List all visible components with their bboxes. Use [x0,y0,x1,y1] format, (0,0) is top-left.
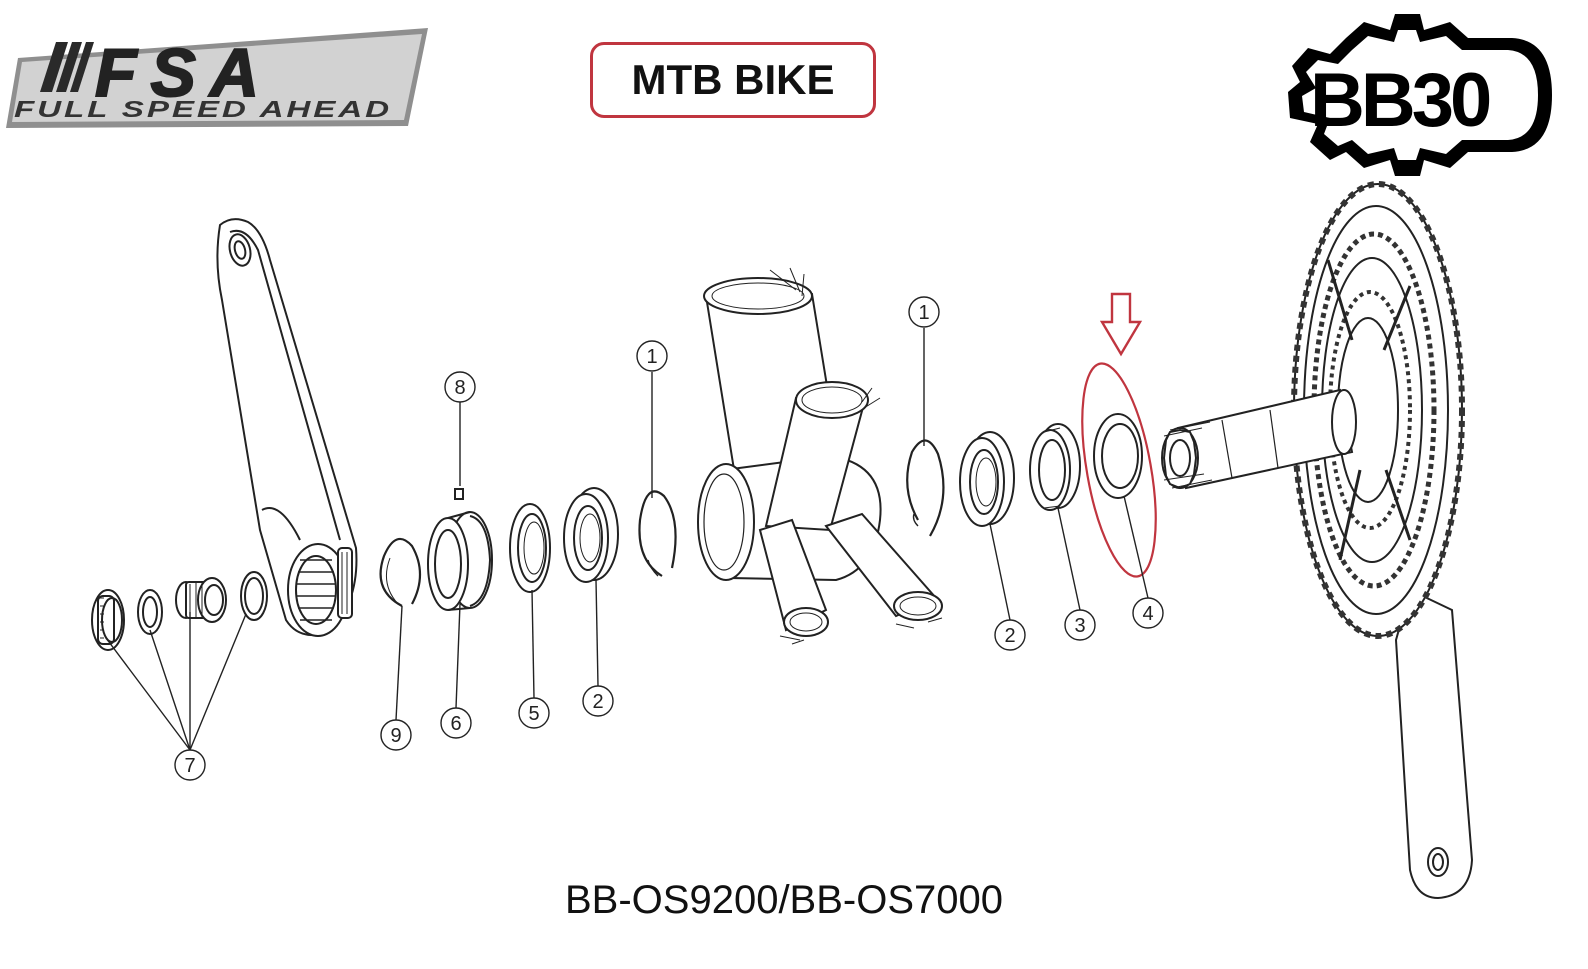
callout-1-right: 1 [908,296,940,328]
part-9-snap-ring [379,537,422,607]
model-number: BB-OS9200/BB-OS7000 [0,878,1588,923]
callout-3: 3 [1064,609,1096,641]
svg-text:9: 9 [390,725,401,747]
part-5-seal [509,503,551,593]
part-4-highlight-ellipse [1081,362,1157,578]
fsa-logo-tagline: FULL SPEED AHEAD [14,96,392,122]
part-2-bearing-left [563,487,619,583]
bb30-logo-text: BB30 [1310,58,1490,143]
callout-2-left: 2 [582,685,614,717]
part-1-circlip-right [906,439,945,537]
left-crank-arm [216,218,358,637]
fsa-logo: FSA FULL SPEED AHEAD [6,28,428,128]
svg-text:1: 1 [918,302,929,324]
part-1-circlip-left [638,490,677,577]
crank-bolt-assembly [91,571,268,651]
model-number-text: BB-OS9200/BB-OS7000 [564,878,1004,922]
svg-text:8: 8 [454,377,465,399]
callout-2-right: 2 [994,619,1026,651]
svg-text:6: 6 [450,713,461,735]
bb30-logo: BB30 [1288,14,1552,176]
callout-9: 9 [380,719,412,751]
svg-text:1: 1 [646,346,657,368]
svg-text:4: 4 [1142,603,1153,625]
callout-labels: 1 1 2 2 3 4 5 6 [174,296,1164,781]
callout-4: 4 [1132,597,1164,629]
callout-8: 8 [444,371,476,403]
callout-5: 5 [518,697,550,729]
svg-text:2: 2 [1004,625,1015,647]
part-4-spacer [1093,413,1143,499]
svg-text:7: 7 [184,755,195,777]
callout-6: 6 [440,707,472,739]
right-crankset [1161,181,1474,900]
part-3-seal [1029,423,1081,511]
part-4-arrow-icon [1099,292,1143,357]
leader-lines [105,328,1149,751]
svg-text:3: 3 [1074,615,1085,637]
page-title: MTB BIKE [590,42,876,118]
fsa-logo-wordmark: FSA [95,35,273,111]
svg-text:2: 2 [592,691,603,713]
callout-1-left: 1 [636,340,668,372]
frame-bottom-bracket [697,267,943,645]
part-6-adjuster [427,488,493,611]
svg-text:5: 5 [528,703,539,725]
part-2-bearing-right [959,431,1015,527]
callout-7: 7 [174,749,206,781]
